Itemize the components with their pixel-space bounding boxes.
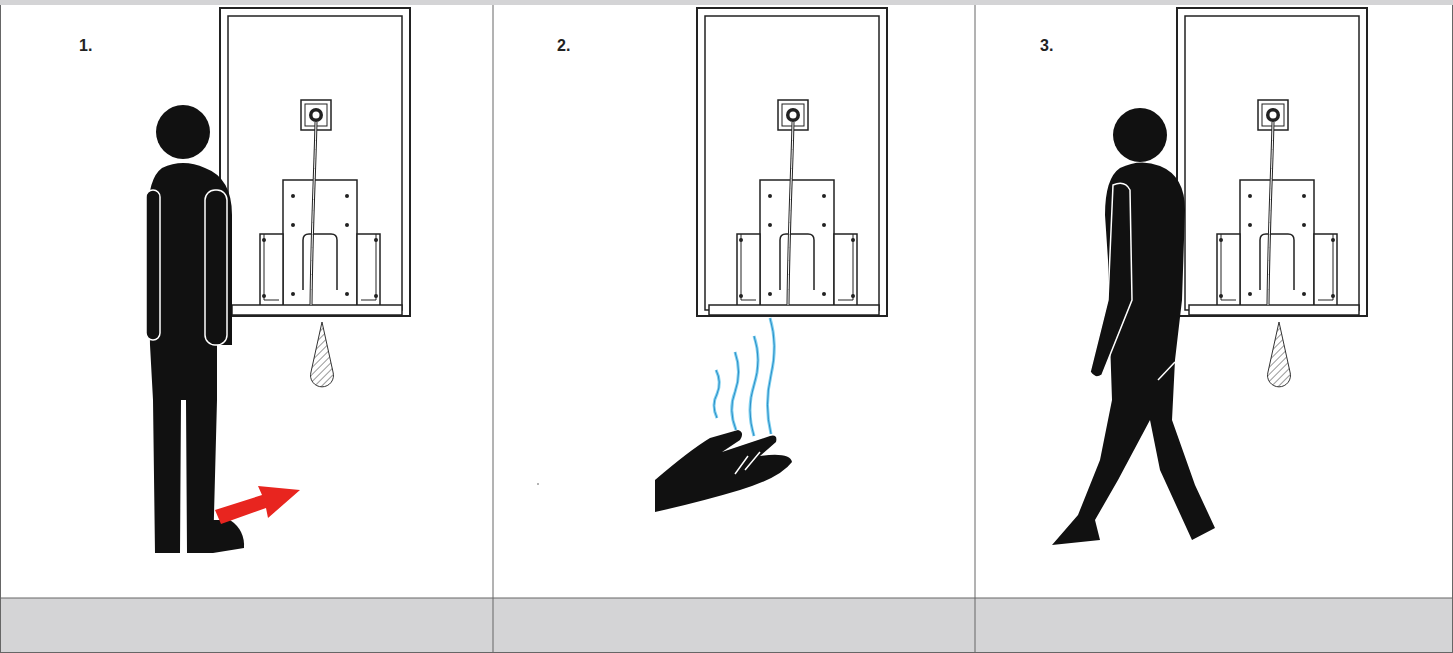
step-number: 3. [1040,37,1053,55]
step-panel: 1. [1,5,493,598]
step-number: 1. [79,37,92,55]
step-number: 2. [557,37,570,55]
step-panel: 3. [976,5,1452,598]
step-panel: 2. [494,5,975,598]
